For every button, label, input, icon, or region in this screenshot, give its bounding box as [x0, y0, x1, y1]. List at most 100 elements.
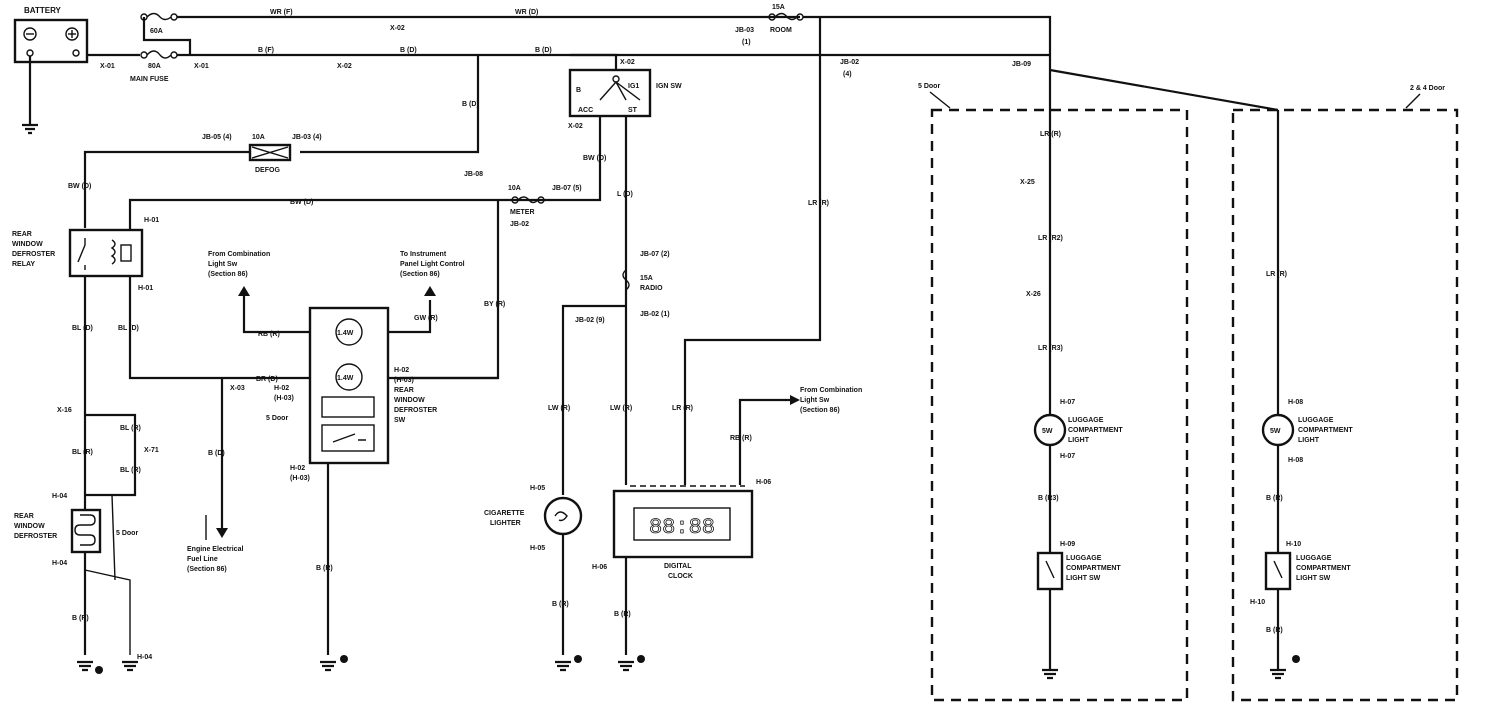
svg-text:(4): (4): [843, 71, 852, 78]
svg-text:DEFROSTER: DEFROSTER: [12, 251, 55, 258]
svg-text:X-01: X-01: [100, 63, 115, 70]
svg-text:(Section 86): (Section 86): [187, 566, 227, 573]
ground-4: [555, 655, 582, 672]
svg-text:WR (F): WR (F): [270, 9, 293, 16]
svg-text:H-07: H-07: [1060, 453, 1075, 460]
svg-text:LR (R3): LR (R3): [1038, 345, 1063, 352]
cigarette-lighter: CIGARETTE LIGHTER H-05 H-05: [484, 485, 583, 552]
svg-text:1.4W: 1.4W: [337, 330, 354, 337]
svg-text:JB-07 (2): JB-07 (2): [640, 251, 670, 258]
ignition-switch: B ACC IG1 ST IGN SW X-02 X-02: [568, 53, 682, 130]
svg-text:LUGGAGE: LUGGAGE: [1068, 417, 1104, 424]
svg-text:LIGHT: LIGHT: [1068, 437, 1090, 444]
svg-text:REAR: REAR: [12, 231, 32, 238]
svg-text:CIGARETTE: CIGARETTE: [484, 510, 525, 517]
clock-display: 88:88: [649, 515, 715, 540]
svg-text:LW (R): LW (R): [548, 405, 570, 412]
defog-fuse: 10A DEFOG: [248, 134, 292, 174]
svg-text:H-10: H-10: [1286, 541, 1301, 548]
main-fuse: 80A MAIN FUSE: [130, 50, 178, 83]
svg-text:DEFROSTER: DEFROSTER: [14, 533, 57, 540]
svg-text:LR (R): LR (R): [1266, 271, 1287, 278]
svg-text:B (D): B (D): [462, 101, 479, 108]
svg-text:(H-03): (H-03): [274, 395, 294, 402]
main-fuse-label: MAIN FUSE: [130, 76, 169, 83]
svg-text:LIGHT SW: LIGHT SW: [1066, 575, 1101, 582]
rear-window-defroster-relay: REAR WINDOW DEFROSTER RELAY H-01 H-01: [12, 217, 159, 292]
svg-text:GW (R): GW (R): [414, 315, 438, 322]
svg-text:1.4W: 1.4W: [337, 375, 354, 382]
svg-text:LIGHT: LIGHT: [1298, 437, 1320, 444]
svg-text:WINDOW: WINDOW: [12, 241, 43, 248]
svg-text:BW (D): BW (D): [290, 199, 313, 206]
svg-text:60A: 60A: [150, 28, 163, 35]
svg-text:RELAY: RELAY: [12, 261, 35, 268]
svg-text:COMPARTMENT: COMPARTMENT: [1068, 427, 1123, 434]
svg-text:X-02: X-02: [620, 59, 635, 66]
svg-text:BW (D): BW (D): [68, 183, 91, 190]
ground-6: [1042, 668, 1058, 680]
svg-text:2 & 4 Door: 2 & 4 Door: [1410, 85, 1445, 92]
svg-text:BW (D): BW (D): [583, 155, 606, 162]
svg-text:(H-03): (H-03): [290, 475, 310, 482]
svg-text:JB-02: JB-02: [510, 221, 529, 228]
svg-text:B (R): B (R): [552, 601, 569, 608]
svg-text:15A: 15A: [772, 4, 785, 11]
note-from-comb-sw-2: From Combination Light Sw (Section 86): [800, 387, 862, 414]
svg-text:SW: SW: [394, 417, 406, 424]
svg-text:B (D): B (D): [208, 450, 225, 457]
svg-text:CLOCK: CLOCK: [668, 573, 693, 580]
svg-text:COMPARTMENT: COMPARTMENT: [1296, 565, 1351, 572]
svg-text:5 Door: 5 Door: [266, 415, 288, 422]
svg-text:X-71: X-71: [144, 447, 159, 454]
svg-text:To Instrument: To Instrument: [400, 251, 447, 258]
svg-text:Light Sw: Light Sw: [800, 397, 830, 404]
svg-text:X-01: X-01: [194, 63, 209, 70]
svg-text:H-04: H-04: [52, 493, 67, 500]
svg-text:5W: 5W: [1270, 428, 1281, 435]
note-from-comb-sw-1: From Combination Light Sw (Section 86): [208, 251, 270, 300]
svg-text:H-05: H-05: [530, 545, 545, 552]
radio-fuse: 15A RADIO: [622, 269, 663, 292]
note-to-panel-light: To Instrument Panel Light Control (Secti…: [400, 251, 465, 296]
svg-text:5 Door: 5 Door: [116, 530, 138, 537]
note-engine-electrical: Engine Electrical Fuel Line (Section 86): [187, 546, 243, 573]
svg-text:B (R): B (R): [72, 615, 89, 622]
svg-text:X-16: X-16: [57, 407, 72, 414]
svg-text:80A: 80A: [148, 63, 161, 70]
svg-text:LUGGAGE: LUGGAGE: [1066, 555, 1102, 562]
svg-text:WR (D): WR (D): [515, 9, 538, 16]
svg-text:RB (R): RB (R): [258, 331, 280, 338]
svg-text:WINDOW: WINDOW: [394, 397, 425, 404]
svg-text:(Section 86): (Section 86): [400, 271, 440, 278]
svg-text:B (R): B (R): [316, 565, 333, 572]
svg-text:Panel Light Control: Panel Light Control: [400, 261, 465, 268]
svg-text:BL (R): BL (R): [120, 425, 141, 432]
battery: BATTERY: [13, 6, 89, 64]
svg-text:B (D): B (D): [400, 47, 417, 54]
svg-text:X-02: X-02: [337, 63, 352, 70]
svg-text:LR (R2): LR (R2): [1038, 235, 1063, 242]
ground-5: [618, 655, 645, 672]
svg-text:LR (R): LR (R): [672, 405, 693, 412]
svg-text:ST: ST: [628, 107, 638, 114]
ground-3: [320, 655, 348, 672]
five-door-region: [930, 108, 1189, 702]
ign-sw-label: IGN SW: [656, 83, 682, 90]
svg-text:H-05: H-05: [530, 485, 545, 492]
svg-text:JB-07 (5): JB-07 (5): [552, 185, 582, 192]
svg-text:H-01: H-01: [138, 285, 153, 292]
svg-text:B (R): B (R): [1266, 627, 1283, 634]
svg-text:H-04: H-04: [137, 654, 152, 661]
svg-text:B (R): B (R): [614, 611, 631, 618]
svg-text:From Combination: From Combination: [208, 251, 270, 258]
rear-window-defroster-switch: 1.4W 1.4W REAR WINDOW DEFROSTER SW H-02 …: [266, 306, 437, 482]
svg-text:X-02: X-02: [390, 25, 405, 32]
svg-text:(Section 86): (Section 86): [800, 407, 840, 414]
svg-text:Fuel Line: Fuel Line: [187, 556, 218, 563]
svg-text:From Combination: From Combination: [800, 387, 862, 394]
svg-text:LR (R): LR (R): [1040, 131, 1061, 138]
svg-text:10A: 10A: [508, 185, 521, 192]
svg-text:H-02: H-02: [394, 367, 409, 374]
